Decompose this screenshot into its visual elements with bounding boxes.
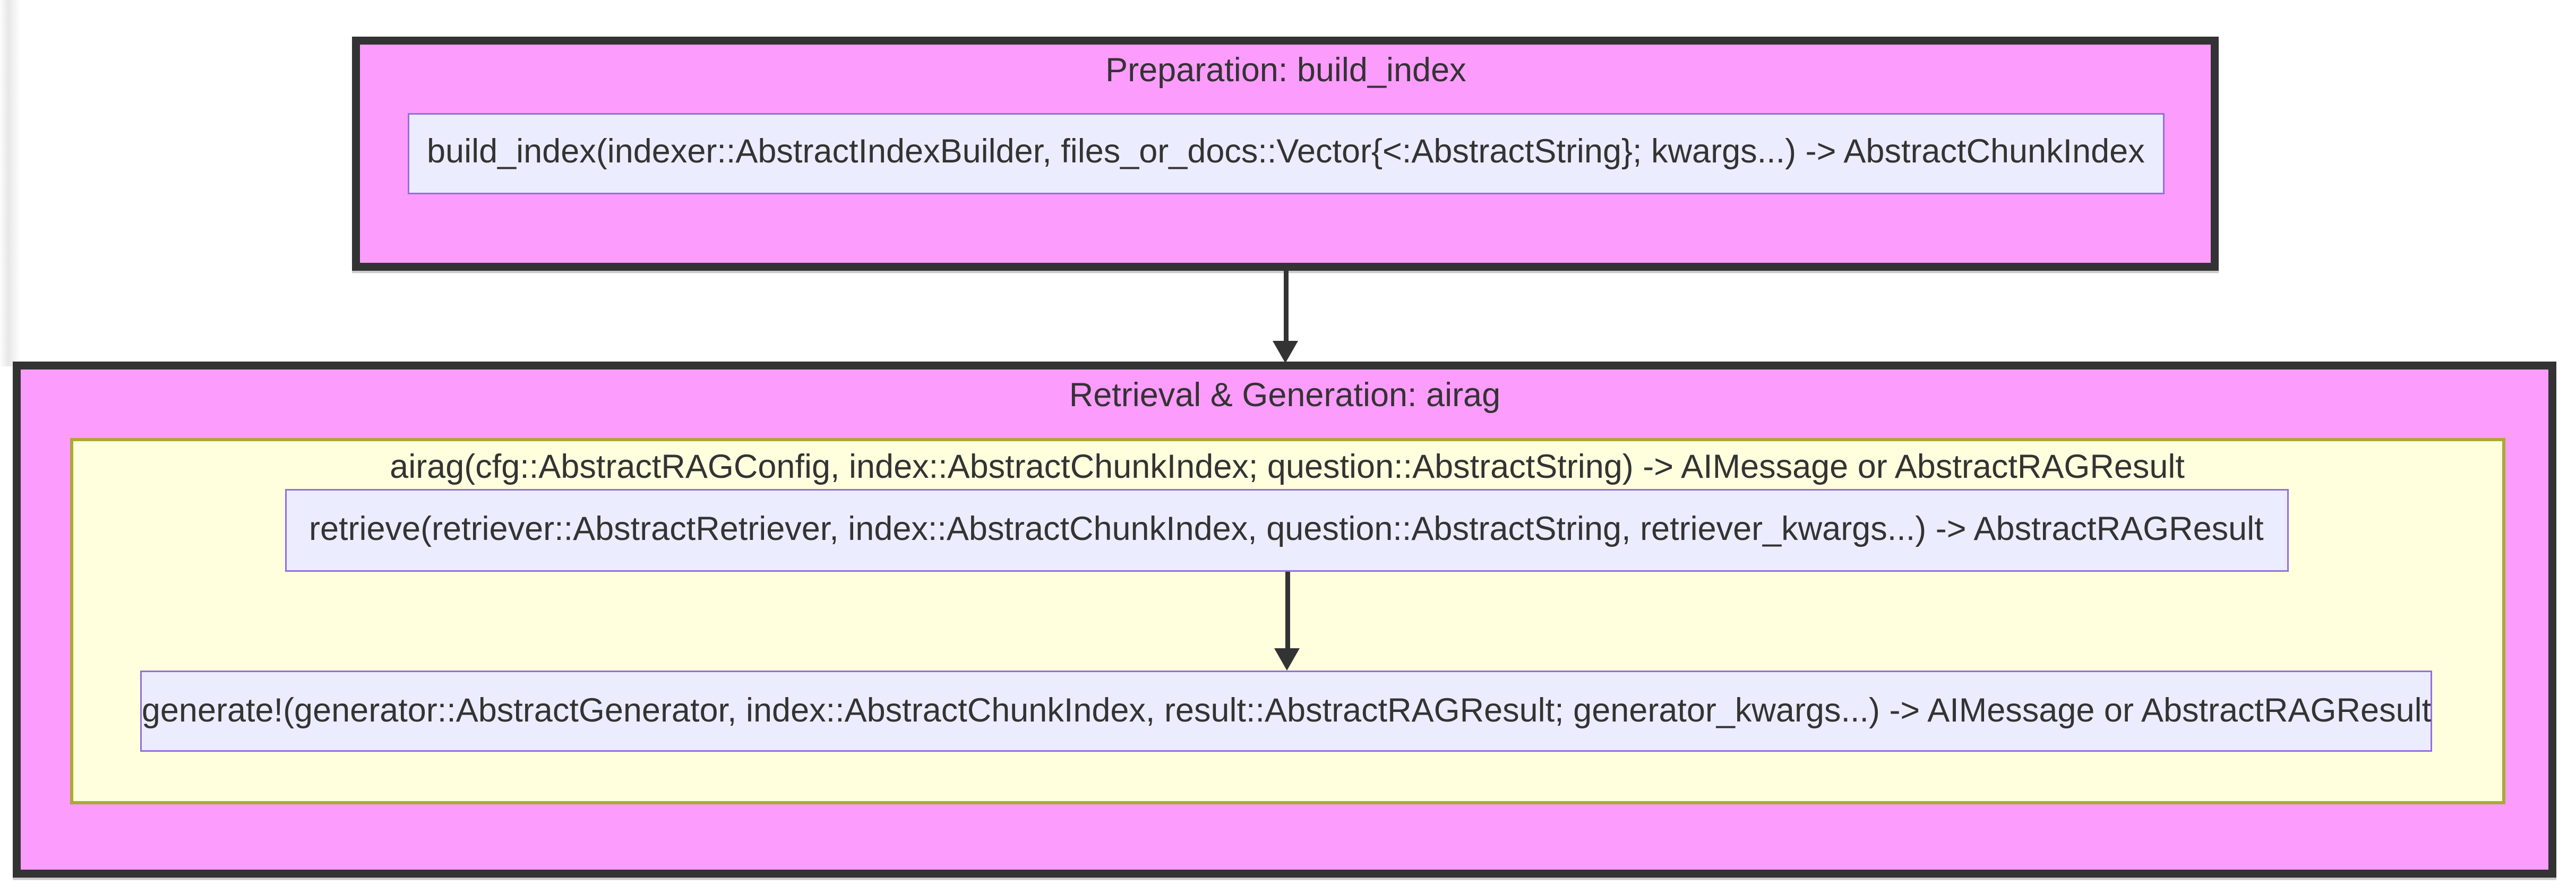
node-build-index: build_index(indexer::AbstractIndexBuilde…: [407, 112, 2165, 195]
node-build-index-label: build_index(indexer::AbstractIndexBuilde…: [427, 134, 2145, 171]
cluster-preparation: Preparation: build_index build_index(ind…: [352, 37, 2219, 271]
node-retrieve: retrieve(retriever::AbstractRetriever, i…: [284, 489, 2289, 572]
cluster-retrieval-generation: Retrieval & Generation: airag airag(cfg:…: [13, 361, 2556, 878]
cluster-retrieval-generation-title: Retrieval & Generation: airag: [1069, 377, 1501, 415]
edge-line: [1285, 571, 1290, 648]
node-generate: generate!(generator::AbstractGenerator, …: [141, 671, 2432, 752]
cluster-preparation-title: Preparation: build_index: [1105, 53, 1466, 90]
node-retrieve-label: retrieve(retriever::AbstractRetriever, i…: [309, 511, 2264, 548]
cluster-airag-signature: airag(cfg::AbstractRAGConfig, index::Abs…: [390, 449, 2185, 486]
edge-build-index-to-airag: [1273, 271, 1299, 363]
page-edge-shadow: [0, 0, 21, 366]
arrowhead-down-icon: [1273, 340, 1299, 363]
cluster-airag: airag(cfg::AbstractRAGConfig, index::Abs…: [70, 437, 2505, 804]
edge-retrieve-to-generate: [1274, 571, 1300, 672]
arrowhead-down-icon: [1274, 648, 1300, 671]
node-generate-label: generate!(generator::AbstractGenerator, …: [141, 692, 2432, 729]
edge-line: [1284, 271, 1288, 340]
